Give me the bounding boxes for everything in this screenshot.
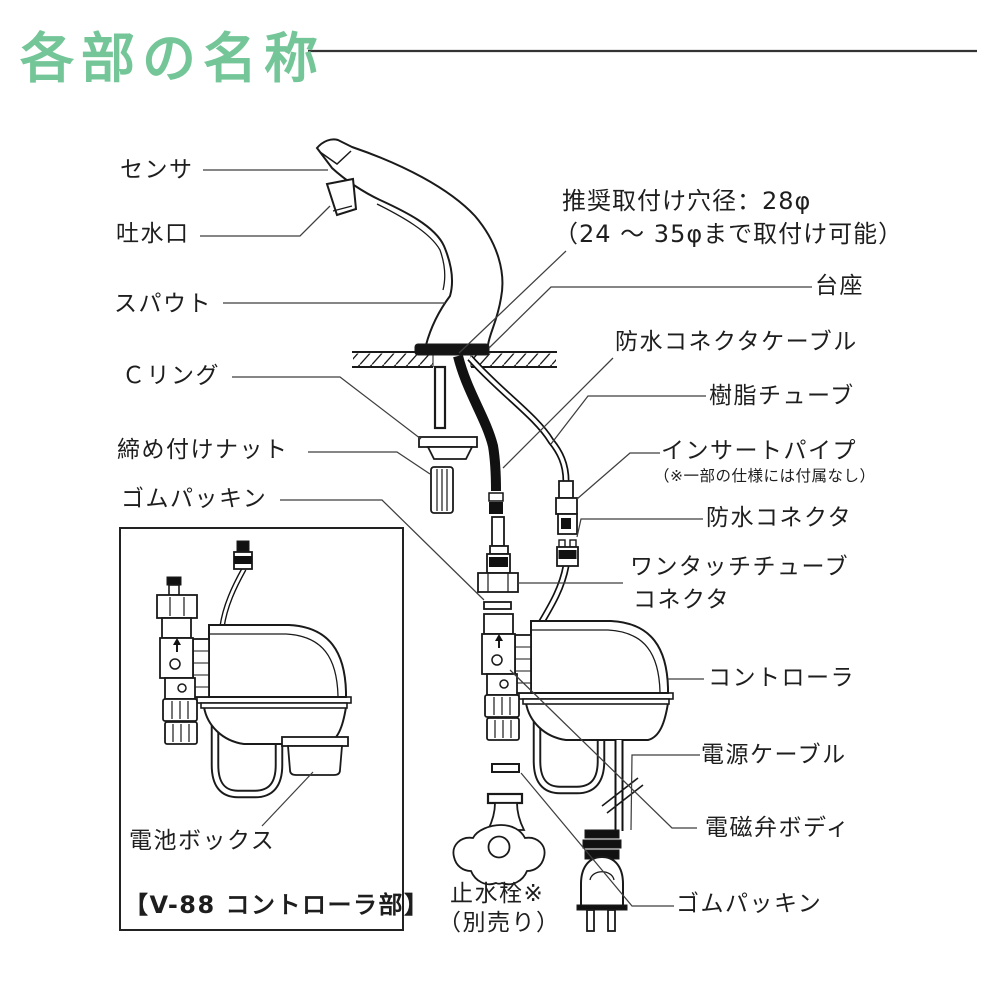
label-stop-valve-2: （別売り） [438,910,561,936]
label-sensor: センサ [120,157,194,183]
leader-hole-note [458,250,567,354]
label-spout: スパウト [114,291,212,317]
leader-rubber-packing-left [280,499,485,601]
page-title: 各部の名称 [20,27,325,90]
label-v88-caption: 【V-88 コントローラ部】 [124,891,430,919]
stop-valve-drawing [452,763,546,886]
label-pedestal: 台座 [815,273,864,299]
waterproof-cable-drawing [453,354,504,514]
label-c-ring: Ｃリング [122,363,220,389]
label-hole-note-2: （24 ～ 35φまで取付け可能） [554,220,904,248]
rubber-packing-bottom-part [491,763,520,773]
sensor-window [319,150,352,165]
leader-lines [200,169,812,907]
label-waterproof-connector-cable: 防水コネクタケーブル [615,329,858,355]
v88-assembly [157,540,351,794]
label-one-touch-2: コネクタ [633,587,731,613]
label-spout-outlet: 吐水口 [116,221,190,247]
label-rubber-packing-left: ゴムパッキン [121,486,268,512]
rubber-packing-washer [483,601,512,610]
label-power-cable: 電源ケーブル [701,742,847,768]
leader-spout-outlet [200,205,331,237]
one-touch-connector-part [477,572,519,593]
label-insert-pipe: インサートパイプ [661,438,857,464]
one-touch-connector-stack [477,516,519,610]
spout-outlet-part [325,177,358,217]
label-tightening-nut: 締め付けナット [117,437,289,463]
leader-waterproof-cable [502,357,614,469]
label-controller: コントローラ [708,665,855,691]
leader-c-ring [232,376,422,440]
label-solenoid-valve-body: 電磁弁ボディ [705,815,851,841]
pedestal-part [414,343,490,356]
label-stop-valve-1: 止水栓※ [450,881,545,907]
leader-power-cable [630,754,700,831]
label-waterproof-connector: 防水コネクタ [706,505,853,531]
label-resin-tube: 樹脂チューブ [709,383,855,409]
leader-battery-box [261,771,314,827]
leader-waterproof-connector [576,518,703,538]
under-counter-parts [418,365,478,514]
label-battery-box: 電池ボックス [129,828,276,854]
resin-tube-drawing [467,355,570,625]
leader-rubber-packing-bottom [520,772,674,907]
label-one-touch-1: ワンタッチチューブ [630,554,850,580]
label-insert-pipe-note: （※一部の仕様には付属なし） [654,467,876,485]
leader-insert-pipe [576,452,660,500]
label-hole-note-1: 推奨取付け穴径：28φ [562,187,812,215]
battery-box-part [287,745,343,776]
faucet-drawing [315,138,504,356]
connector-stack [555,480,579,567]
leader-solenoid [509,669,697,829]
label-rubber-packing-bottom: ゴムパッキン [676,891,823,917]
leader-resin-tube [550,395,706,445]
leader-pedestal [488,286,812,349]
insert-pipe-part [558,480,574,499]
v88-box-frame [119,527,404,931]
leader-tightening-nut [308,451,431,475]
power-cable-plug [576,740,644,932]
